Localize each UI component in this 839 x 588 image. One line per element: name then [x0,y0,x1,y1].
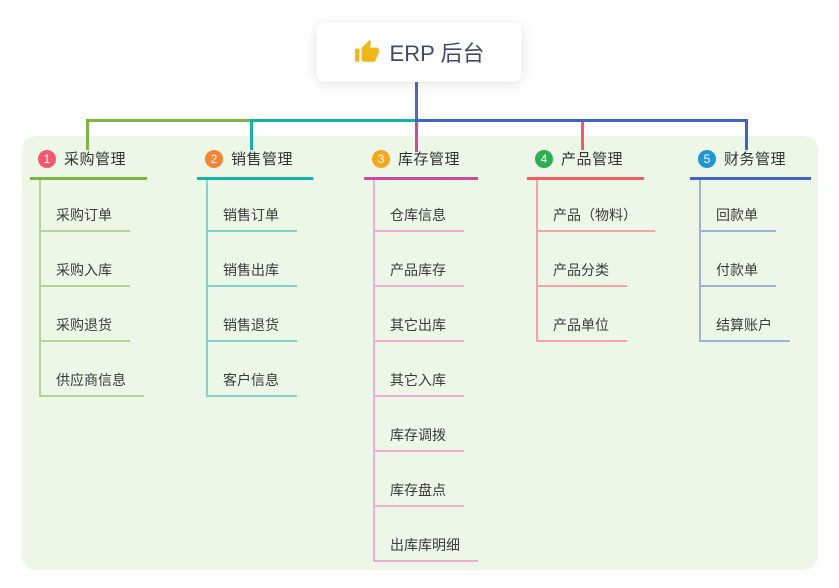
branch-children: 销售订单销售出库销售退货客户信息 [206,180,297,397]
branch-number-badge: 5 [698,149,716,168]
branch-finance: 5 财务管理 回款单付款单结算账户 [690,148,811,342]
branch-inventory: 3 库存管理 仓库信息产品库存其它出库其它入库库存调拨库存盘点出库库明细 [364,148,478,562]
branch-purchase: 1 采购管理 采购订单采购入库采购退货供应商信息 [30,148,147,397]
child-node[interactable]: 采购入库 [41,232,130,287]
branch-children: 产品（物料）产品分类产品单位 [536,180,655,342]
child-node[interactable]: 仓库信息 [375,180,464,232]
thumbs-up-icon [354,39,380,65]
branch-number-badge: 3 [372,149,390,168]
branch-children: 回款单付款单结算账户 [699,180,790,342]
connector-drop-purchase [86,119,89,150]
connector-bus-finance [415,119,748,122]
branch-number-badge: 1 [38,149,56,168]
child-node[interactable]: 销售订单 [208,180,297,232]
branch-title[interactable]: 3 库存管理 [364,148,478,180]
child-node[interactable]: 其它入库 [375,342,464,397]
branch-title-label: 采购管理 [64,151,127,168]
child-node[interactable]: 销售出库 [208,232,297,287]
canvas-panel [22,136,818,570]
connector-root [415,82,418,120]
child-node[interactable]: 出库库明细 [375,507,478,562]
child-node[interactable]: 产品分类 [538,232,627,287]
child-node[interactable]: 客户信息 [208,342,297,397]
child-node[interactable]: 销售退货 [208,287,297,342]
branch-children: 采购订单采购入库采购退货供应商信息 [39,180,144,397]
branch-title-label: 财务管理 [724,151,787,168]
child-node[interactable]: 库存盘点 [375,452,464,507]
branch-title[interactable]: 2 销售管理 [197,148,313,180]
branch-number-badge: 2 [205,149,223,168]
branch-title[interactable]: 4 产品管理 [527,148,644,180]
branch-product: 4 产品管理 产品（物料）产品分类产品单位 [527,148,655,342]
child-node[interactable]: 付款单 [701,232,776,287]
branch-title[interactable]: 1 采购管理 [30,148,147,180]
child-node[interactable]: 供应商信息 [41,342,144,397]
connector-drop-product [581,119,584,150]
branch-title-label: 产品管理 [561,151,624,168]
connector-bus-sales [250,119,418,122]
child-node[interactable]: 回款单 [701,180,776,232]
child-node[interactable]: 库存调拨 [375,397,464,452]
branch-number-badge: 4 [535,149,553,168]
root-node[interactable]: ERP 后台 [316,22,522,82]
child-node[interactable]: 产品库存 [375,232,464,287]
branch-title-label: 销售管理 [231,151,294,168]
child-node[interactable]: 结算账户 [701,287,790,342]
branch-children: 仓库信息产品库存其它出库其它入库库存调拨库存盘点出库库明细 [373,180,478,562]
root-title: ERP 后台 [389,41,485,66]
connector-drop-sales [250,119,253,150]
child-node[interactable]: 采购退货 [41,287,130,342]
branch-sales: 2 销售管理 销售订单销售出库销售退货客户信息 [197,148,313,397]
child-node[interactable]: 其它出库 [375,287,464,342]
connector-drop-inventory [415,119,418,152]
connector-drop-finance [745,119,748,150]
child-node[interactable]: 采购订单 [41,180,130,232]
branch-title-label: 库存管理 [398,151,461,168]
branch-title[interactable]: 5 财务管理 [690,148,811,180]
child-node[interactable]: 产品（物料） [538,180,655,232]
child-node[interactable]: 产品单位 [538,287,627,342]
